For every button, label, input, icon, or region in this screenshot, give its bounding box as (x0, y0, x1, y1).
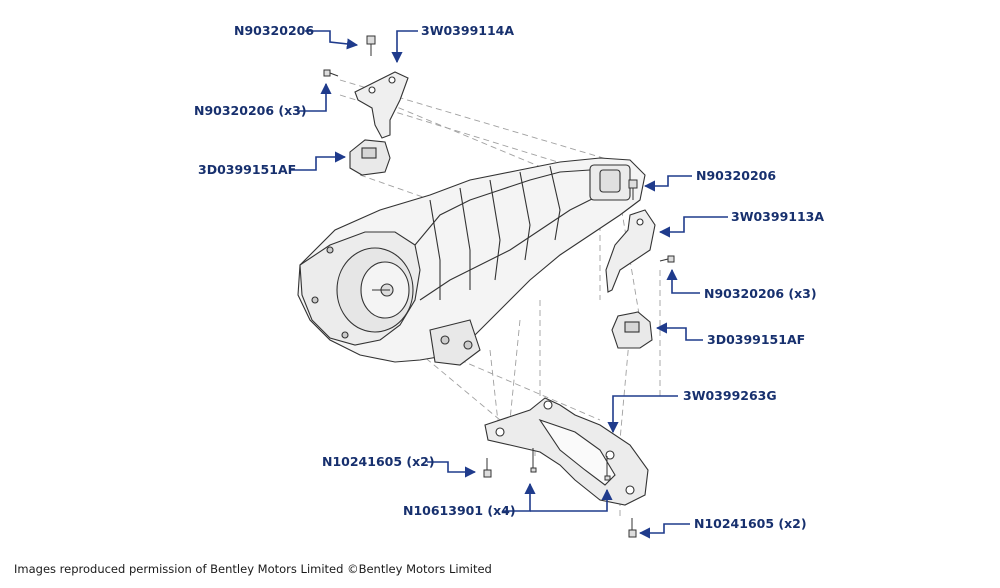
callout-label[interactable]: N10241605 (x2) (694, 516, 807, 531)
bolts-top-left (323, 35, 376, 77)
copyright-credit: Images reproduced permission of Bentley … (14, 562, 492, 576)
bolts-right (628, 179, 675, 263)
bracket-left (354, 71, 409, 139)
callout-label[interactable]: N90320206 (x3) (704, 286, 817, 301)
bracket-right (605, 209, 656, 293)
callout-label[interactable]: 3D0399151AF (707, 332, 806, 347)
bolts-bottom (483, 448, 637, 538)
callout-label[interactable]: N10613901 (x4) (403, 503, 516, 518)
callout-label[interactable]: 3D0399151AF (198, 162, 297, 177)
callout-label[interactable]: 3W0399263G (683, 388, 777, 403)
callout-label[interactable]: 3W0399113A (731, 209, 825, 224)
callout-label[interactable]: N10241605 (x2) (322, 454, 435, 469)
leader-lines (290, 30, 728, 539)
callout-label[interactable]: N90320206 (234, 23, 315, 38)
transmission-body (297, 157, 646, 366)
callout-label[interactable]: 3W0399114A (421, 23, 515, 38)
mount-right (611, 311, 653, 349)
crossmember (484, 397, 649, 506)
callout-label[interactable]: N90320206 (696, 168, 777, 183)
callout-label[interactable]: N90320206 (x3) (194, 103, 307, 118)
mount-left (349, 139, 391, 176)
